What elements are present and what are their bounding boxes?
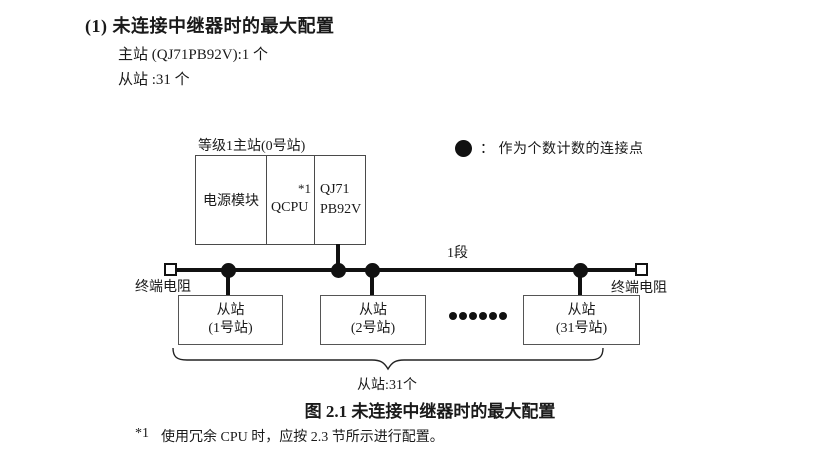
- power-module-cell: 电源模块: [196, 156, 266, 244]
- slave1-label-line2: (1号站): [208, 321, 253, 336]
- slave1-drop-line: [226, 270, 230, 296]
- connection-point-dot: [365, 263, 380, 278]
- cpu-module-label: QCPU: [271, 200, 309, 215]
- cpu-module-cell: *1 QCPU: [266, 156, 314, 244]
- profibus-module-cell: QJ71 PB92V: [314, 156, 365, 244]
- terminal-resistor-left-icon: [164, 263, 177, 276]
- slave-station-box-2: 从站 (2号站): [320, 295, 426, 345]
- profibus-module-label-line2: PB92V: [320, 202, 362, 217]
- connection-point-dot-icon: [455, 139, 472, 157]
- legend: ： 作为个数计数的连接点: [455, 138, 644, 158]
- spec-line-slave: 从站 :31 个: [118, 72, 190, 88]
- slave-station-box-31: 从站 (31号站): [523, 295, 640, 345]
- connection-point-dot: [221, 263, 236, 278]
- master-drop-line: [336, 244, 340, 270]
- connection-point-dot: [573, 263, 588, 278]
- slaves-count-label: 从站:31个: [357, 378, 417, 393]
- spec-line-master: 主站 (QJ71PB92V):1 个: [118, 47, 269, 63]
- bus-line: [177, 268, 635, 272]
- section-heading: (1) 未连接中继器时的最大配置: [85, 16, 335, 36]
- ellipsis-dots-icon: [449, 312, 507, 320]
- slave31-label-line2: (31号站): [555, 321, 608, 336]
- legend-text: ： 作为个数计数的连接点: [480, 142, 644, 157]
- segment-label: 1段: [447, 246, 468, 261]
- terminal-resistor-left-label: 终端电阻: [135, 280, 191, 295]
- connection-point-dot: [331, 263, 346, 278]
- master-station-label: 等级1主站(0号站): [198, 139, 306, 154]
- slave2-label-line1: 从站: [359, 302, 387, 318]
- slave-station-box-1: 从站 (1号站): [178, 295, 283, 345]
- slave2-label-line2: (2号站): [350, 321, 396, 336]
- profibus-module-label-line1: QJ71: [320, 181, 350, 197]
- master-station-box: 电源模块 *1 QCPU QJ71 PB92V: [195, 155, 366, 245]
- cpu-footnote-marker: *1: [298, 181, 311, 196]
- terminal-resistor-right-label: 终端电阻: [611, 281, 667, 296]
- footnote-marker: *1: [135, 426, 149, 441]
- footnote-text: 使用冗余 CPU 时，应按 2.3 节所示进行配置。: [161, 430, 444, 445]
- slave31-label-line1: 从站: [567, 302, 596, 318]
- slaves-brace: [172, 347, 604, 371]
- figure-caption: 图 2.1 未连接中继器时的最大配置: [304, 402, 556, 421]
- power-module-label: 电源模块: [203, 194, 259, 209]
- slave2-drop-line: [370, 270, 374, 296]
- slave31-drop-line: [578, 270, 582, 296]
- slave1-label-line1: 从站: [216, 302, 245, 318]
- terminal-resistor-right-icon: [635, 263, 648, 276]
